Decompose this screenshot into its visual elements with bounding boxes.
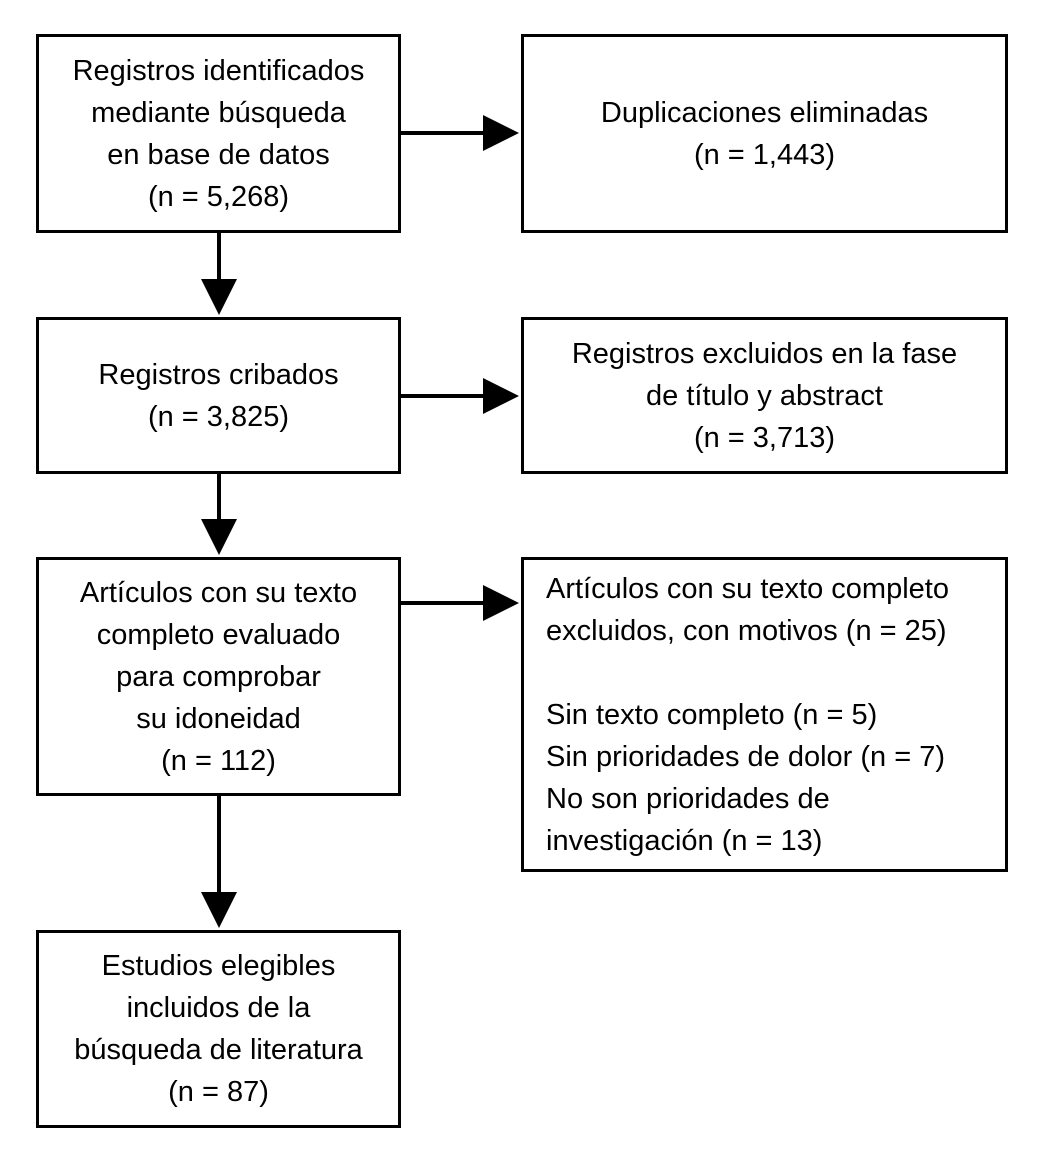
box-studies-included: Estudios elegibles incluidos de la búsqu… (36, 930, 401, 1128)
studies-included-line-3: búsqueda de literatura (74, 1034, 363, 1066)
records-excluded-count: (n = 3,713) (693, 421, 836, 454)
fulltext-assessed-line-1: Artículos con su texto (79, 576, 358, 609)
duplicates-removed-count: (n = 1,443) (693, 138, 836, 171)
duplicates-removed-label: Duplicaciones eliminadas (600, 96, 929, 129)
box-records-screened: Registros cribados (n = 3,825) (36, 317, 401, 474)
fulltext-assessed-line-3: para comprobar (116, 660, 321, 693)
fulltext-excluded-reason-1: Sin texto completo (n = 5) (546, 698, 878, 731)
fulltext-excluded-reason-3-line-1: No son prioridades de (546, 782, 830, 815)
box-fulltext-excluded-with-reasons: Artículos con su texto completo excluido… (521, 557, 1008, 872)
records-excluded-line-1: Registros excluidos en la fase (571, 337, 958, 370)
fulltext-assessed-line-4: su idoneidad (136, 702, 301, 735)
records-excluded-line-2: de título y abstract (646, 379, 883, 412)
fulltext-excluded-reason-2: Sin prioridades de dolor (n = 7) (546, 740, 945, 773)
studies-included-count: (n = 87) (168, 1076, 269, 1108)
fulltext-excluded-reason-3-line-2: investigación (n = 13) (546, 824, 823, 857)
studies-included-line-1: Estudios elegibles (101, 950, 336, 982)
box-fulltext-assessed: Artículos con su texto completo evaluado… (36, 557, 401, 796)
fulltext-excluded-heading-line-2: excluidos, con motivos (n = 25) (546, 614, 947, 647)
box-records-excluded-title-abstract: Registros excluidos en la fase de título… (521, 317, 1008, 474)
studies-included-line-2: incluidos de la (126, 992, 311, 1024)
records-identified-count: (n = 5,268) (147, 180, 290, 213)
records-screened-label: Registros cribados (98, 358, 339, 391)
records-identified-line-1: Registros identificados (72, 54, 365, 87)
fulltext-assessed-line-2: completo evaluado (96, 618, 341, 651)
box-duplicates-removed: Duplicaciones eliminadas (n = 1,443) (521, 34, 1008, 233)
box-records-identified: Registros identificados mediante búsqued… (36, 34, 401, 233)
records-screened-count: (n = 3,825) (147, 400, 290, 433)
fulltext-excluded-heading-line-1: Artículos con su texto completo (546, 572, 949, 605)
records-identified-line-3: en base de datos (107, 138, 330, 171)
records-identified-line-2: mediante búsqueda (91, 96, 346, 129)
fulltext-assessed-count: (n = 112) (161, 744, 276, 777)
